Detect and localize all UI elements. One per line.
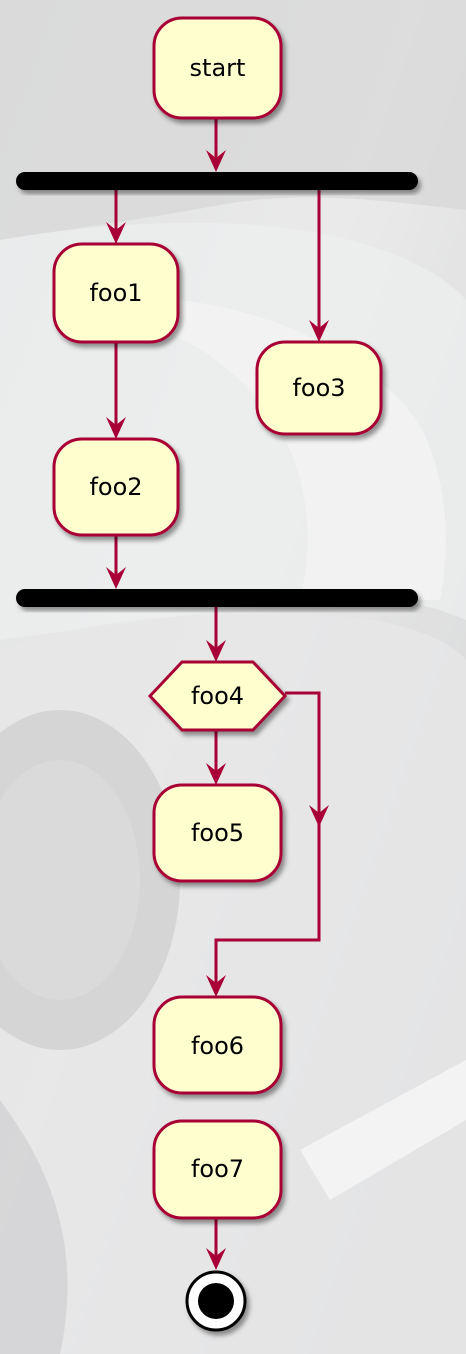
arrowheads (106, 150, 329, 1270)
node-foo1-label: foo1 (89, 279, 142, 307)
node-foo4-decision (147, 660, 288, 732)
node-foo5-label: foo5 (191, 819, 244, 847)
node-foo5 (152, 783, 283, 883)
arrowhead (309, 320, 329, 342)
arrowhead (206, 763, 226, 785)
fork-bar (16, 172, 418, 190)
arrowhead (106, 567, 126, 589)
arrowhead (106, 222, 126, 244)
arrowhead (206, 150, 226, 172)
node-foo4-label: foo4 (191, 682, 244, 710)
node-start (152, 16, 283, 120)
arrowhead (309, 805, 329, 827)
end-node (185, 1270, 247, 1332)
node-foo6-label: foo6 (191, 1032, 244, 1060)
node-foo3 (255, 340, 383, 436)
node-foo2-label: foo2 (89, 473, 142, 501)
arrowhead (206, 975, 226, 997)
node-foo3-label: foo3 (292, 374, 345, 402)
node-foo2 (52, 437, 180, 537)
node-foo1 (52, 242, 180, 344)
join-bar (16, 589, 418, 607)
node-start-label: start (190, 54, 246, 82)
arrowhead (206, 640, 226, 662)
arrowhead (206, 1248, 226, 1270)
node-foo6 (152, 995, 283, 1095)
node-foo7 (152, 1119, 283, 1220)
edge-foo4-foo6 (214, 691, 321, 985)
edges (114, 118, 321, 1258)
arrowhead (106, 417, 126, 439)
node-foo7-label: foo7 (191, 1155, 244, 1183)
